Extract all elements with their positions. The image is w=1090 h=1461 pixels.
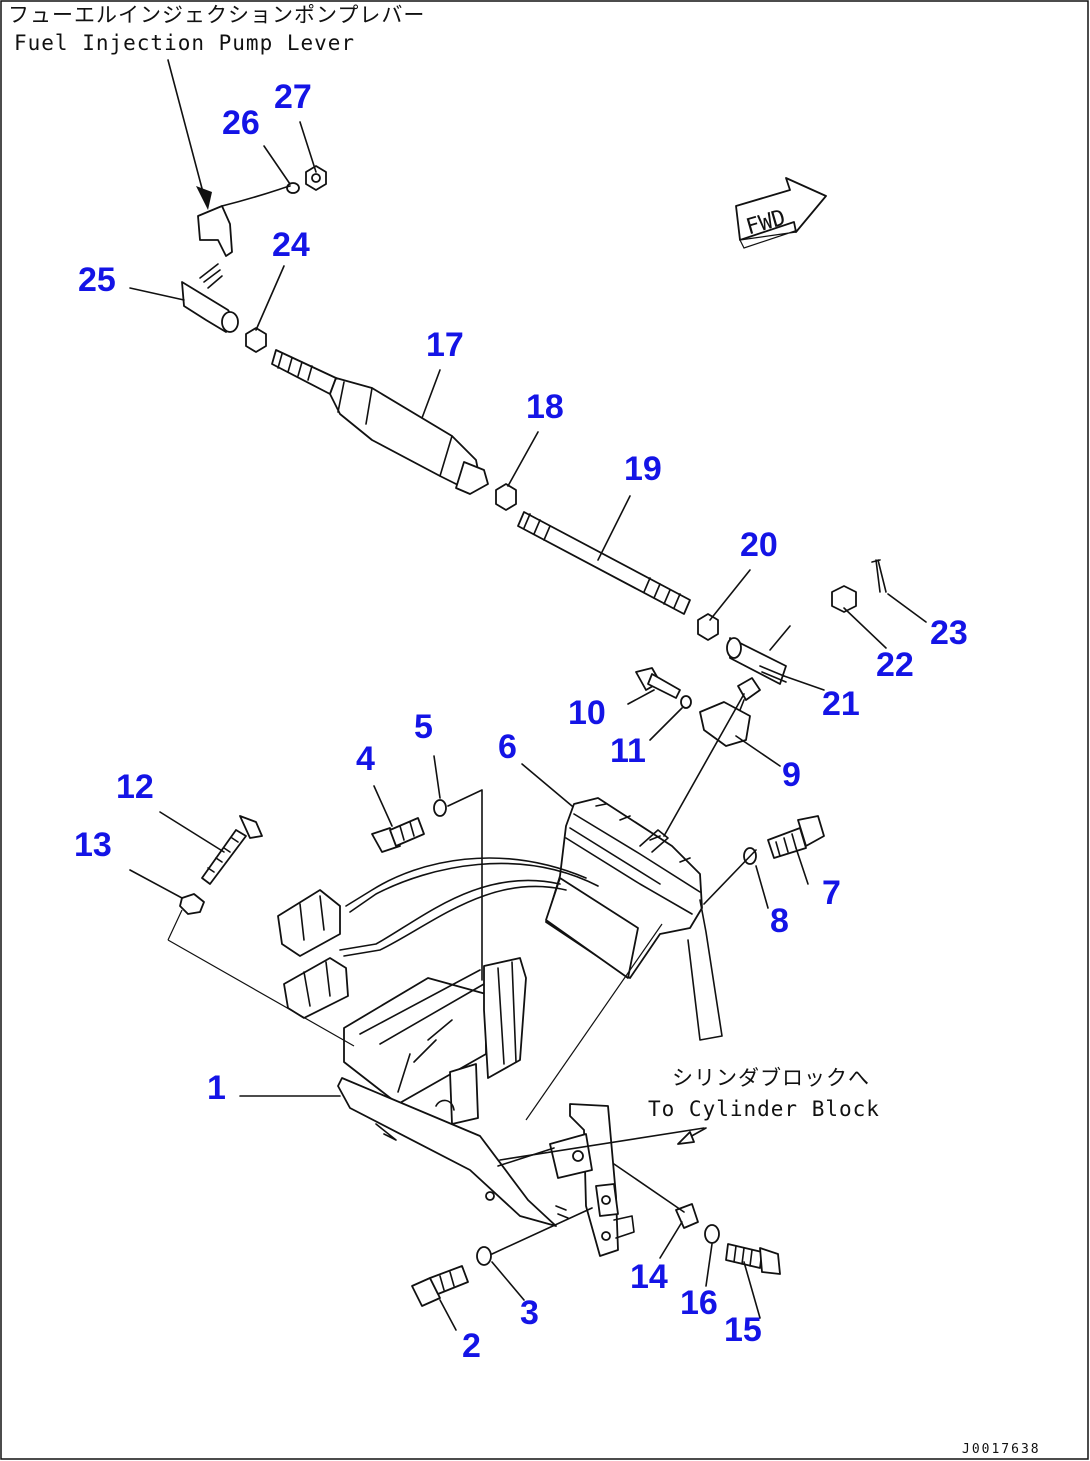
part-7-bolt [767, 815, 825, 859]
cylinder-block-jp-note: シリンダブロックへ [672, 1066, 870, 1090]
part-18-nut [495, 483, 517, 511]
part-number-27: 27 [274, 78, 312, 116]
part-10-bolt [635, 667, 681, 699]
part-number-2: 2 [462, 1327, 481, 1365]
washer-3-leader [491, 1207, 593, 1255]
part-20-nut [697, 613, 719, 641]
part-16-washer [704, 1224, 720, 1244]
part-13-nut [179, 893, 205, 915]
part-25-ball-joint [181, 263, 239, 333]
part-number-25: 25 [78, 261, 116, 299]
bolt-7-leader [703, 849, 757, 905]
part-number-12: 12 [116, 768, 154, 806]
part-number-7: 7 [822, 874, 841, 912]
part-number-14: 14 [630, 1258, 668, 1296]
part-number-15: 15 [724, 1311, 762, 1349]
part-6-actuator [545, 693, 745, 1041]
fuel-pump-lever-jp-note: フューエルインジェクションポンプレバー [8, 3, 425, 27]
drawing-id: J0017638 [962, 1442, 1041, 1457]
part-number-13: 13 [74, 826, 112, 864]
part-23-cotter-pin [871, 559, 887, 593]
part-number-22: 22 [876, 646, 914, 684]
part-3-washer [476, 1246, 492, 1266]
part-2-bolt [411, 1265, 469, 1307]
fwd-arrow: FWD [735, 177, 827, 249]
wire-harness [277, 857, 599, 1019]
part-17-cylinder [271, 349, 489, 495]
part-number-23: 23 [930, 614, 968, 652]
spacer-14-leader [613, 1163, 685, 1213]
cylinder-block-bracket [497, 1103, 705, 1257]
part-number-18: 18 [526, 388, 564, 426]
part-9-lever [699, 677, 761, 747]
part-number-labels: 1 2 3 4 5 6 7 8 9 10 11 12 13 14 15 16 1… [74, 78, 968, 1365]
part-12-bolt [201, 815, 263, 885]
part-14-spacer [675, 1203, 699, 1229]
part-27-nut [305, 165, 327, 191]
part-number-6: 6 [498, 728, 517, 766]
actuator-path [525, 923, 663, 1121]
part-24-nut [245, 327, 267, 353]
part-number-9: 9 [782, 756, 801, 794]
part-number-8: 8 [770, 902, 789, 940]
fuel-lever-arrowhead [196, 186, 212, 210]
part-number-3: 3 [520, 1294, 539, 1332]
part-4-bolt [371, 817, 425, 853]
bolt-12-path [167, 909, 355, 1047]
part-15-bolt [725, 1243, 781, 1275]
part-26-washer [286, 182, 300, 194]
fuel-lever-arrow-line [167, 59, 205, 197]
part-number-10: 10 [568, 694, 606, 732]
leader-lines [129, 121, 927, 1331]
part-number-4: 4 [356, 740, 375, 778]
part-number-26: 26 [222, 104, 260, 142]
part-22-nut [831, 585, 857, 613]
part-number-16: 16 [680, 1284, 718, 1322]
part-1-bracket [337, 957, 557, 1227]
part-number-11: 11 [610, 732, 646, 770]
part-number-20: 20 [740, 526, 778, 564]
fuel-pump-lever-en-note: Fuel Injection Pump Lever [14, 31, 355, 55]
washer-5-leader [447, 789, 483, 981]
cylinder-block-arrowhead [677, 1131, 695, 1145]
part-number-21: 21 [822, 685, 860, 723]
part-number-17: 17 [426, 326, 464, 364]
part-number-19: 19 [624, 450, 662, 488]
part-number-24: 24 [272, 226, 310, 264]
part-number-1: 1 [207, 1069, 226, 1107]
part-21-ball-joint [726, 637, 787, 685]
part-11-washer [680, 695, 692, 709]
part-5-washer [433, 799, 447, 817]
part-19-rod [517, 511, 691, 615]
pump-lever [197, 185, 291, 257]
cylinder-block-en-note: To Cylinder Block [648, 1097, 880, 1121]
part-number-5: 5 [414, 708, 433, 746]
